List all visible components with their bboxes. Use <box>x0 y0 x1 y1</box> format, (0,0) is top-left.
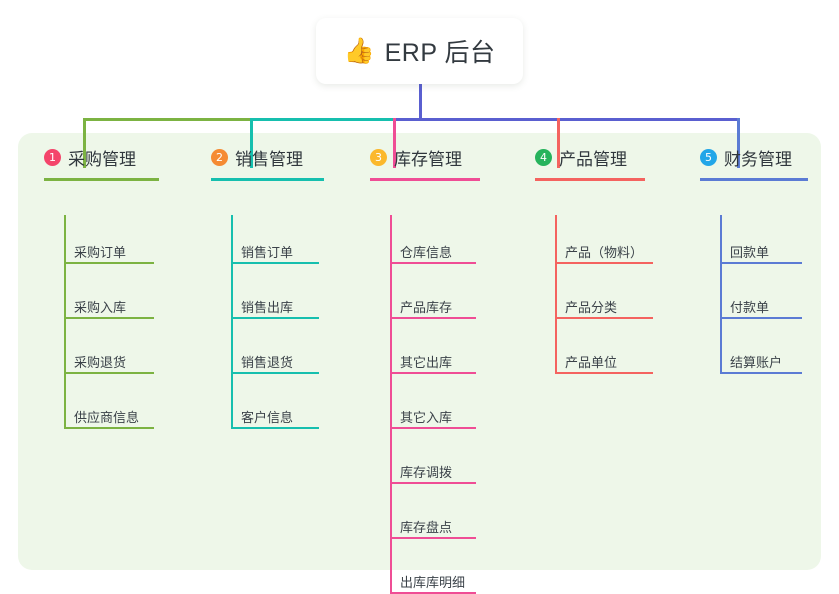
leaf-item-label: 回款单 <box>730 245 770 260</box>
bus-seg-2 <box>250 118 393 121</box>
branch-title-5: 财务管理 <box>724 150 792 169</box>
leaf-item-label: 产品单位 <box>565 355 618 370</box>
leaf-underline <box>64 262 154 264</box>
leaf-item-label: 库存盘点 <box>400 520 453 535</box>
branch-underline-3 <box>370 178 480 181</box>
leaf-underline <box>390 427 476 429</box>
drop-to-column-1 <box>83 118 86 168</box>
leaf-underline <box>231 427 319 429</box>
branch-underline-2 <box>211 178 324 181</box>
leaf-underline <box>390 262 476 264</box>
leaf-connector <box>720 317 722 374</box>
leaf-item-label: 结算账户 <box>730 355 783 370</box>
leaf-item-label: 销售出库 <box>241 300 294 315</box>
leaf-connector <box>390 262 392 319</box>
leaf-underline <box>390 372 476 374</box>
leaf-item-label: 客户信息 <box>241 410 294 425</box>
leaf-underline <box>555 262 653 264</box>
leaf-underline <box>555 317 653 319</box>
branch-title-1: 采购管理 <box>68 150 136 169</box>
leaf-connector <box>231 215 233 264</box>
leaf-connector <box>390 317 392 374</box>
branch-badge-4: 4 <box>535 149 552 166</box>
leaf-connector <box>390 427 392 484</box>
leaf-underline <box>231 372 319 374</box>
branch-badge-2: 2 <box>211 149 228 166</box>
leaf-item-label: 仓库信息 <box>400 245 453 260</box>
drop-to-column-4 <box>557 118 560 168</box>
leaf-item-label: 产品分类 <box>565 300 618 315</box>
leaf-connector <box>555 215 557 264</box>
root-stem <box>419 84 422 121</box>
leaf-connector <box>231 372 233 429</box>
leaf-connector <box>555 262 557 319</box>
leaf-connector <box>390 215 392 264</box>
leaf-item-label: 销售订单 <box>241 245 294 260</box>
root-node-erp-backend[interactable]: 👍 ERP 后台 <box>316 18 523 84</box>
leaf-underline <box>64 427 154 429</box>
leaf-underline <box>390 317 476 319</box>
leaf-connector <box>231 317 233 374</box>
bus-seg-3 <box>393 118 740 121</box>
leaf-connector <box>720 262 722 319</box>
leaf-item-label: 付款单 <box>730 300 770 315</box>
leaf-connector <box>390 537 392 594</box>
thumbs-up-icon: 👍 <box>343 36 375 65</box>
branch-underline-1 <box>44 178 159 181</box>
leaf-item-label: 其它出库 <box>400 355 453 370</box>
drop-to-column-3 <box>393 118 396 168</box>
leaf-item-label: 销售退货 <box>241 355 294 370</box>
drop-to-column-2 <box>250 118 253 168</box>
leaf-underline <box>390 482 476 484</box>
leaf-connector <box>390 372 392 429</box>
leaf-connector <box>64 317 66 374</box>
bus-seg-1 <box>83 118 250 121</box>
branch-underline-4 <box>535 178 645 181</box>
leaf-item-label: 采购入库 <box>74 300 127 315</box>
leaf-underline <box>64 372 154 374</box>
leaf-item-label: 库存调拨 <box>400 465 453 480</box>
leaf-item-label: 产品（物料） <box>565 245 644 260</box>
branch-badge-3: 3 <box>370 149 387 166</box>
leaf-connector <box>231 262 233 319</box>
leaf-item-label: 出库库明细 <box>400 575 466 590</box>
leaf-item-label: 其它入库 <box>400 410 453 425</box>
branch-badge-1: 1 <box>44 149 61 166</box>
leaf-underline <box>231 262 319 264</box>
leaf-underline <box>390 537 476 539</box>
leaf-connector <box>64 262 66 319</box>
branch-title-2: 销售管理 <box>235 150 303 169</box>
root-node-label: ERP 后台 <box>384 39 496 67</box>
leaf-underline <box>720 262 802 264</box>
leaf-connector <box>720 215 722 264</box>
diagram-panel <box>18 133 821 570</box>
leaf-connector <box>64 215 66 264</box>
drop-to-column-5 <box>737 118 740 168</box>
leaf-underline <box>555 372 653 374</box>
leaf-connector <box>390 482 392 539</box>
leaf-underline <box>64 317 154 319</box>
branch-title-3: 库存管理 <box>394 150 462 169</box>
branch-badge-5: 5 <box>700 149 717 166</box>
leaf-item-label: 采购退货 <box>74 355 127 370</box>
branch-title-4: 产品管理 <box>559 150 627 169</box>
leaf-item-label: 采购订单 <box>74 245 127 260</box>
leaf-underline <box>231 317 319 319</box>
leaf-item-label: 供应商信息 <box>74 410 140 425</box>
branch-underline-5 <box>700 178 808 181</box>
leaf-underline <box>720 372 802 374</box>
leaf-item-label: 产品库存 <box>400 300 453 315</box>
leaf-connector <box>555 317 557 374</box>
leaf-underline <box>720 317 802 319</box>
leaf-connector <box>64 372 66 429</box>
